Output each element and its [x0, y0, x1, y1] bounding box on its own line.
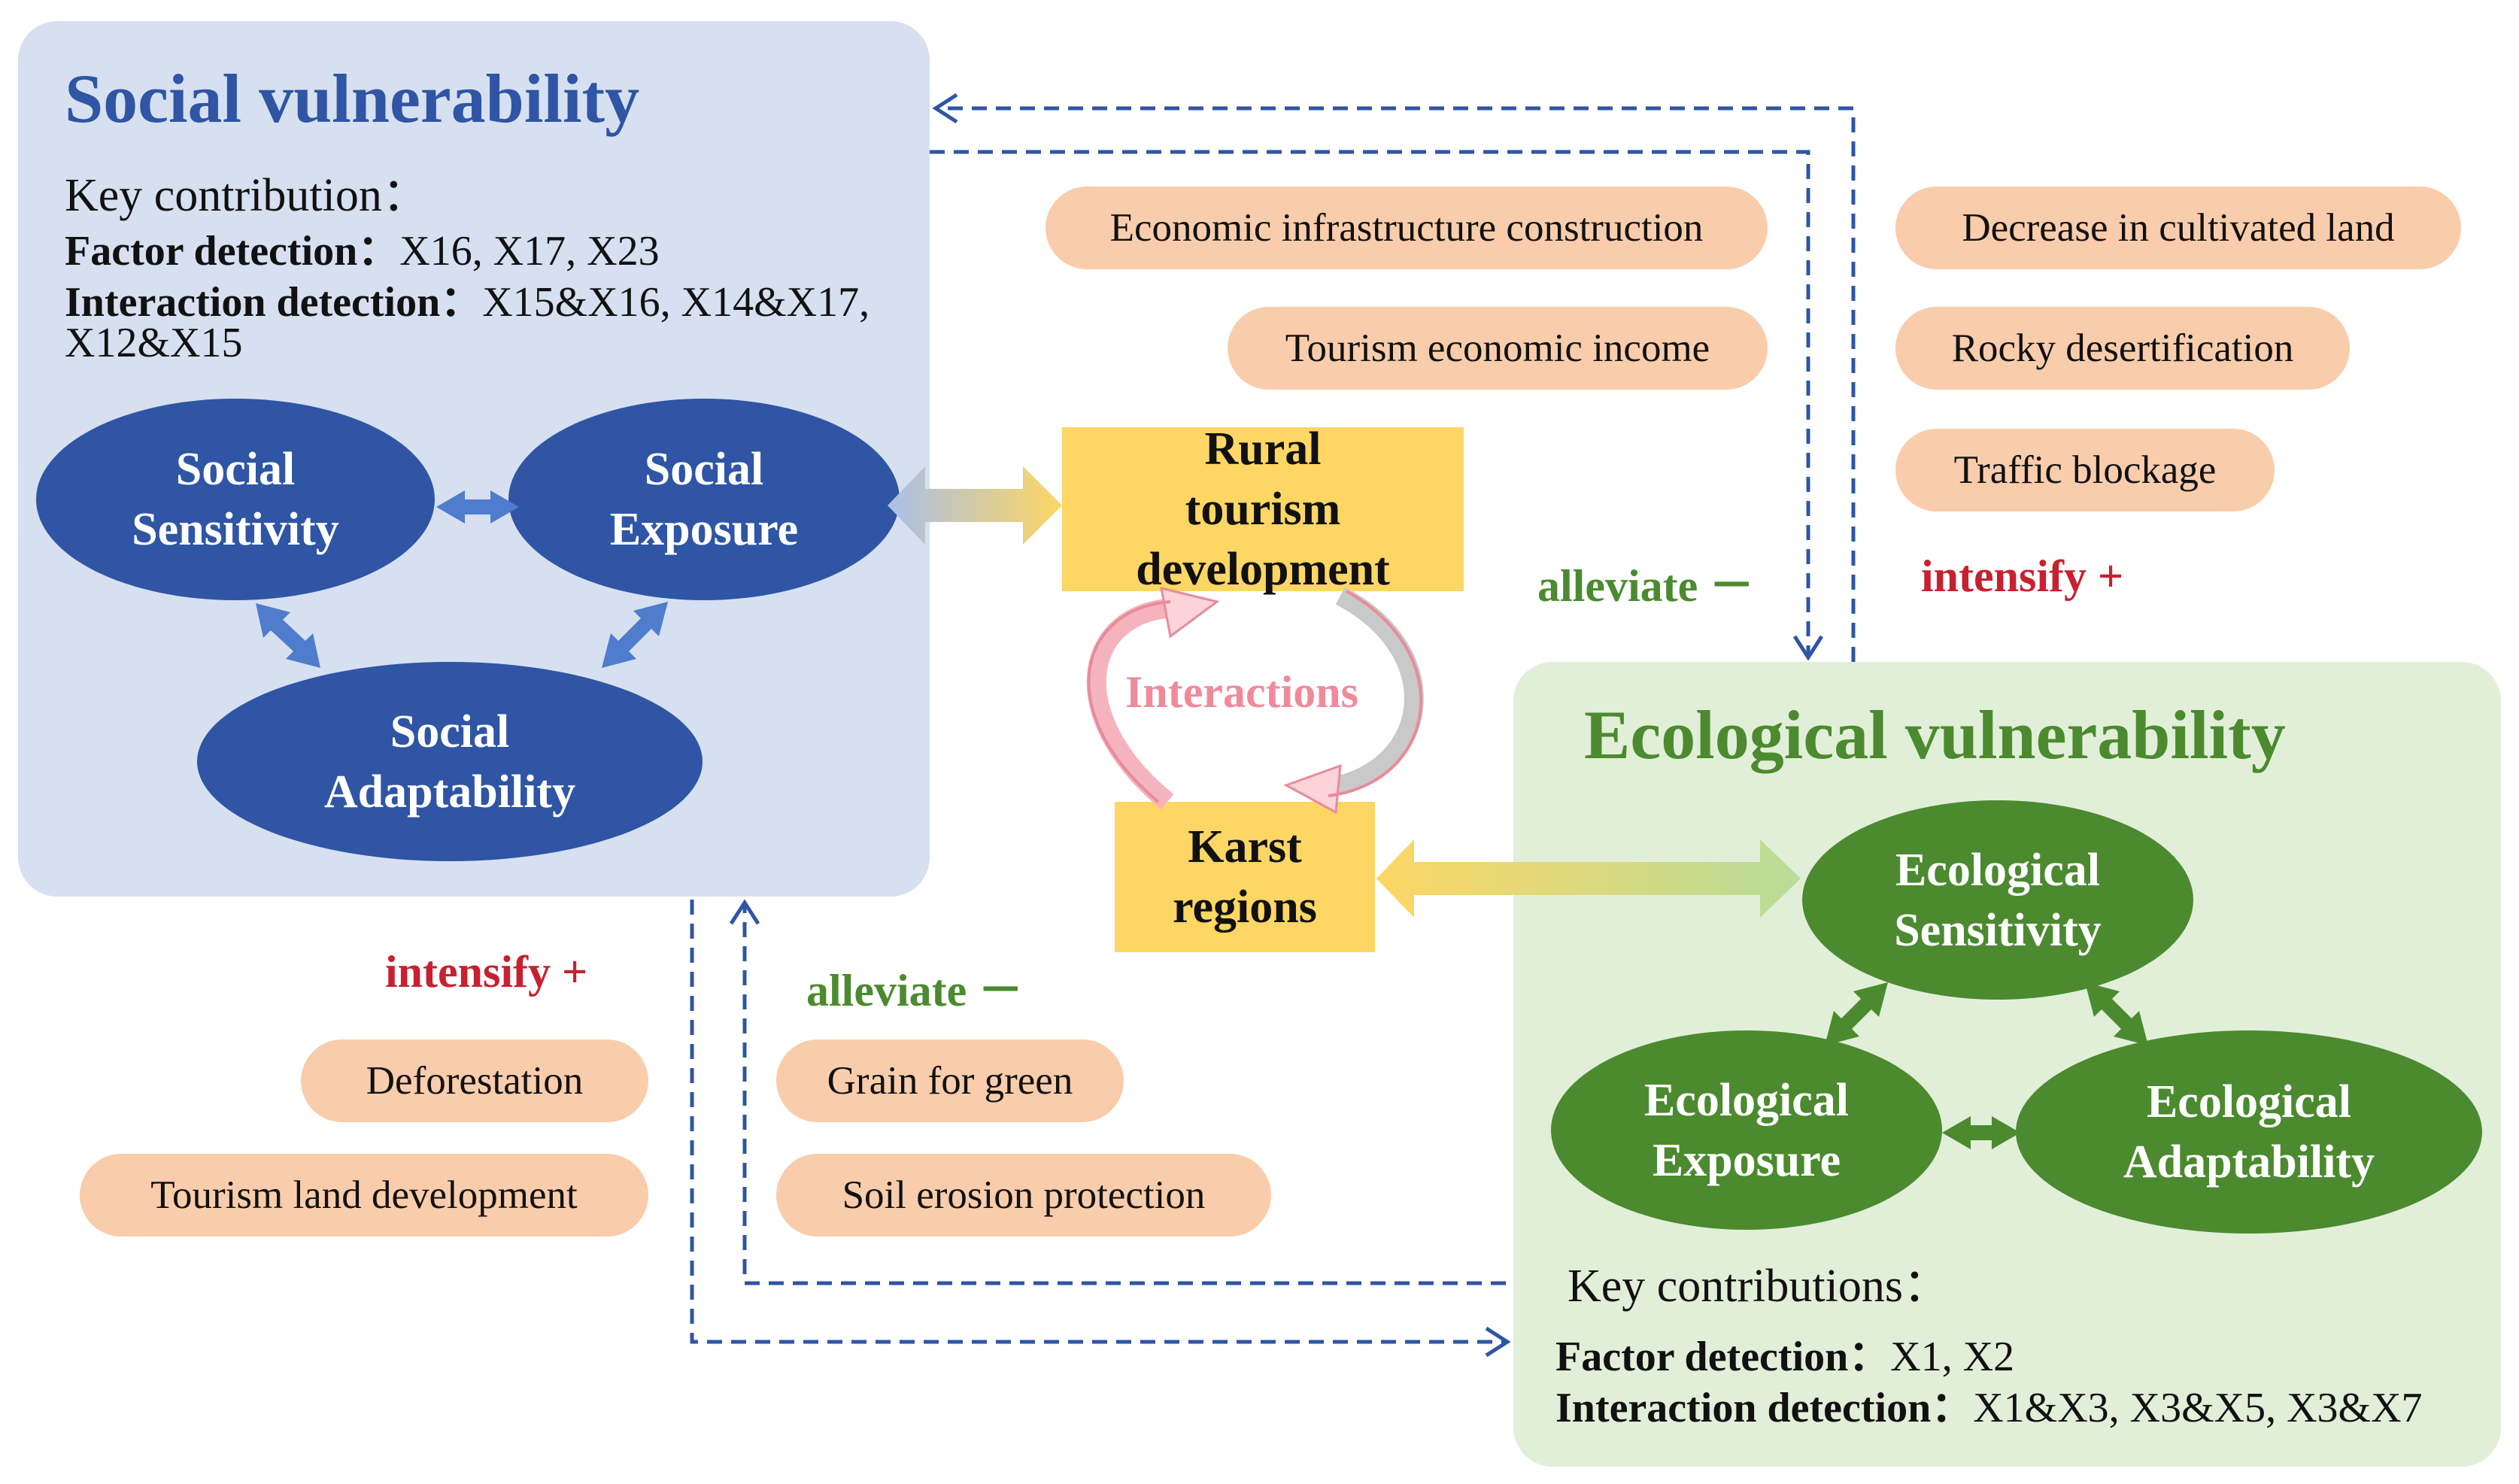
pill-traffic-blockage: Traffic blockage	[1895, 429, 2275, 511]
alleviate-label-top: alleviate －	[1537, 561, 1755, 611]
ecological-factor-line: Factor detection：X1, X2	[1555, 1322, 2014, 1383]
interaction-cycle-arrows	[1086, 586, 1424, 815]
social-sens-adapt-arrow	[256, 603, 320, 668]
ecological-interaction-value: X1&X3, X3&X5, X3&X7	[1973, 1385, 2423, 1431]
social-interaction-value-2: X12&X15	[65, 320, 243, 366]
eco-sens-exp-arrow	[1825, 982, 1888, 1045]
social-sens-exp-arrow	[436, 490, 519, 523]
pill-economic-infrastructure: Economic infrastructure construction	[1046, 187, 1768, 269]
ecological-factor-value: X1, X2	[1890, 1334, 2015, 1380]
pill-soil-erosion: Soil erosion protection	[776, 1154, 1271, 1237]
social-interaction-value-1: X15&X16, X14&X17,	[482, 279, 870, 326]
ecological-factor-label: Factor detection：	[1555, 1334, 1891, 1380]
pill-deforestation: Deforestation	[301, 1039, 648, 1122]
ecological-key-heading: Key contributions：	[1568, 1261, 1950, 1312]
pill-grain-for-green: Grain for green	[776, 1039, 1124, 1122]
social-interaction-line: Interaction detection：X15&X16, X14&X17,	[65, 268, 870, 329]
dashed-feedback-arrows	[690, 106, 1856, 1344]
social-interaction-label: Interaction detection：	[65, 279, 483, 326]
ecological-interaction-line: Interaction detection：X1&X3, X3&X5, X3&X…	[1555, 1373, 2423, 1434]
pill-tourism-income: Tourism economic income	[1228, 307, 1768, 390]
eco-exp-adapt-arrow	[1942, 1116, 2020, 1149]
social-exp-adapt-arrow	[602, 602, 668, 668]
social-factor-line: Factor detection：X16, X17, X23	[65, 217, 660, 278]
pill-rocky-desertification: Rocky desertification	[1895, 307, 2350, 390]
social-factor-label: Factor detection：	[65, 228, 400, 275]
ecological-interaction-label: Interaction detection：	[1555, 1385, 1974, 1431]
social-title: Social vulnerability	[65, 60, 640, 137]
dashed-arrow-heads	[729, 93, 1824, 1358]
karst-eco-gradient-arrow	[1376, 839, 1801, 918]
alleviate-label-bottom: alleviate －	[806, 966, 1024, 1015]
intensify-label-top: intensify +	[1921, 551, 2124, 601]
ecological-title: Ecological vulnerability	[1584, 696, 2286, 773]
intensify-label-bottom: intensify +	[385, 947, 588, 997]
interactions-label: Interactions	[1125, 667, 1358, 717]
social-key-heading: Key contribution：	[65, 170, 429, 221]
social-factor-value: X16, X17, X23	[399, 228, 660, 275]
pill-decrease-cultivated: Decrease in cultivated land	[1895, 187, 2461, 269]
eco-sens-adapt-arrow	[2085, 982, 2148, 1045]
pill-tourism-land: Tourism land development	[80, 1154, 648, 1237]
social-rural-gradient-arrow	[888, 466, 1062, 545]
